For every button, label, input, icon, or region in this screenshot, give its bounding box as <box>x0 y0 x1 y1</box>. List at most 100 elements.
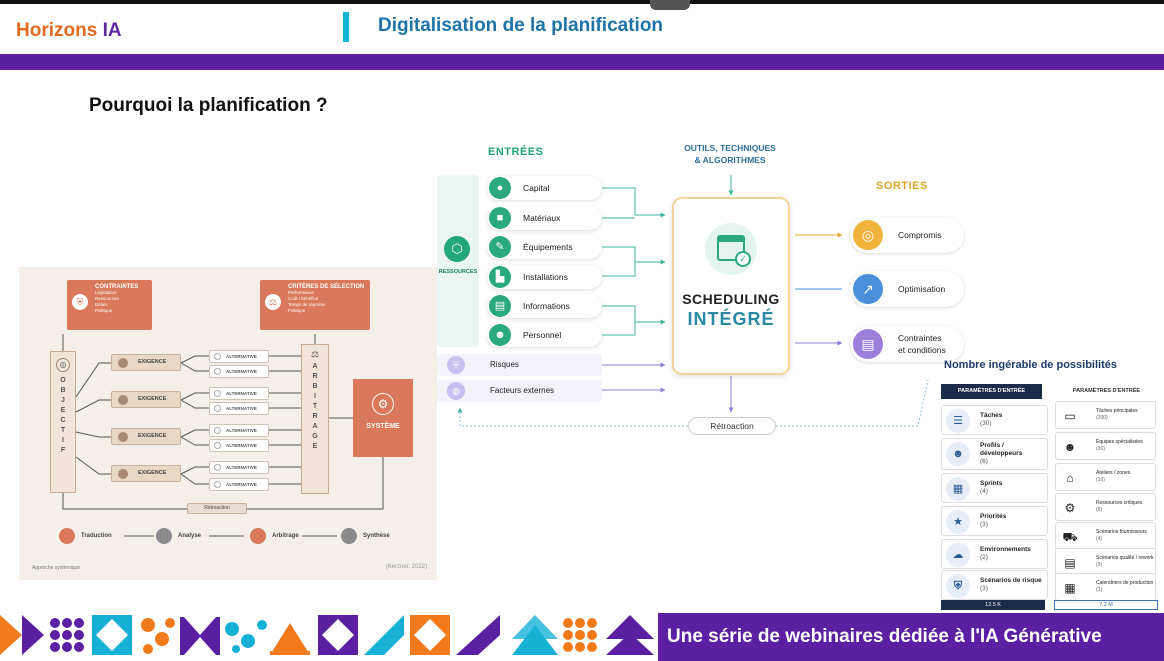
objectif-letter: I <box>62 437 64 444</box>
constraints-title: CONTRAINTES <box>95 284 139 290</box>
param-taches-principales: ▭Tâches principales(200) <box>1055 401 1156 429</box>
input-equipements: ✎Équipements <box>487 235 602 259</box>
scheduling-integre-box: ✓ SCHEDULING INTÉGRÉ <box>672 197 790 375</box>
input-installations: ▙Installations <box>487 265 602 289</box>
step-label: Arbitrage <box>272 533 299 539</box>
outils-line: & ALGORITHMES <box>694 155 766 165</box>
possibilities-title: Nombre ingérable de possibilités <box>944 359 1117 371</box>
input-risques: ⛨ Risques <box>437 354 602 376</box>
exigence-box: EXIGENCE <box>111 465 181 482</box>
param-taches: ☰Tâches(30) <box>941 405 1048 435</box>
exigence-label: EXIGENCE <box>138 396 167 402</box>
input-label: Risques <box>490 360 519 369</box>
output-label: et conditions <box>898 345 946 355</box>
param-value: (3) <box>980 585 988 592</box>
constraint-item: Législation <box>95 290 117 295</box>
slide-question: Pourquoi la planification ? <box>89 95 328 116</box>
criteria-item: Temps de réponse <box>288 302 326 307</box>
param-name: Scénarios qualité / rework <box>1096 555 1154 561</box>
alternative-label: ALTERNATIVE <box>226 482 257 487</box>
diagram-caption: Approche systémique <box>32 565 81 571</box>
outils-line: OUTILS, TECHNIQUES <box>684 143 776 153</box>
cloud-icon: ☁ <box>946 543 970 567</box>
output-contraintes: ▤ Contraintes et conditions <box>850 326 964 362</box>
output-label: Compromis <box>898 230 942 240</box>
input-label: Capital <box>523 183 550 193</box>
shield-icon: ⛨ <box>946 574 970 598</box>
arbitrage-letter: G <box>312 433 318 440</box>
param-calendriers: ▦Calendriers de production(3) <box>1055 573 1156 601</box>
chart-icon <box>156 528 172 544</box>
people-icon: ☻ <box>489 324 511 346</box>
entrees-title: ENTRÉES <box>488 146 544 158</box>
alternative-box: ALTERNATIVE <box>209 350 269 363</box>
sorties-title: SORTIES <box>876 180 928 192</box>
diagram-citation: (Kerzner, 2022) <box>385 564 427 570</box>
exigence-label: EXIGENCE <box>138 359 167 365</box>
exigence-label: EXIGENCE <box>138 470 167 476</box>
param-value: (6) <box>980 458 988 465</box>
gear-icon <box>118 358 128 368</box>
step-arbitrage: Arbitrage <box>250 528 299 544</box>
scales-icon <box>250 528 266 544</box>
footer-tagline: Une série de webinaires dédiée à l'IA Gé… <box>658 613 1164 661</box>
document-icon: ▤ <box>853 329 883 359</box>
param-value: (4) <box>980 488 988 495</box>
step-label: Analyse <box>178 533 202 539</box>
param-priorites: ★Priorités(3) <box>941 506 1048 536</box>
alternative-label: ALTERNATIVE <box>226 369 257 374</box>
output-label: Optimisation <box>898 284 946 294</box>
chart-up-icon: ↗ <box>853 274 883 304</box>
param-name: Priorités <box>980 513 1007 520</box>
objectif-letter: T <box>60 427 66 434</box>
slide-header-title: Digitalisation de la planification <box>378 15 664 36</box>
exigence-box: EXIGENCE <box>111 428 181 445</box>
param-name: Ressources critiques <box>1096 500 1143 506</box>
arbitrage-letter: E <box>312 443 318 450</box>
gear-icon <box>118 469 128 479</box>
footer-decorative-patterns <box>0 609 658 661</box>
arbitrage-column: ⚖ A R B I T R A G E <box>301 344 329 494</box>
lightbulb-icon <box>214 481 221 488</box>
param-value: (3) <box>980 521 988 528</box>
lightbulb-icon <box>214 390 221 397</box>
param-name: Sprints <box>980 480 1003 487</box>
constraint-item: Politique <box>95 308 113 313</box>
param-scenarios-risque: ⛨Scénarios de risque(3) <box>941 570 1048 600</box>
input-facteurs-externes: ◍Facteurs externes <box>437 380 602 402</box>
lightbulb-icon <box>214 464 221 471</box>
objectif-letter: O <box>60 377 66 384</box>
window-notch <box>650 0 690 10</box>
arbitrage-letter: R <box>312 373 318 380</box>
gear-icon: ⚙ <box>372 393 394 415</box>
globe-icon: ◍ <box>447 382 465 400</box>
objectif-letter: C <box>60 417 66 424</box>
header-band <box>0 54 1164 70</box>
lightbulb-icon <box>214 442 221 449</box>
cube-icon: ■ <box>489 207 511 229</box>
lightbulb-icon <box>214 353 221 360</box>
input-label: Matériaux <box>523 213 561 223</box>
objectif-letter: F <box>60 447 66 454</box>
wrench-icon: ✎ <box>489 236 511 258</box>
alternative-label: ALTERNATIVE <box>226 443 257 448</box>
arbitrage-letter: T <box>312 403 318 410</box>
alternative-box: ALTERNATIVE <box>209 365 269 378</box>
alternative-box: ALTERNATIVE <box>209 478 269 491</box>
ressources-label: RESSOURCES <box>438 269 478 275</box>
alternative-label: ALTERNATIVE <box>226 406 257 411</box>
arbitrage-letter: B <box>312 383 318 390</box>
coins-icon: ● <box>489 177 511 199</box>
objectif-letter: B <box>60 387 66 394</box>
systeme-label: SYSTÈME <box>366 423 400 430</box>
shield-icon: ⛨ <box>72 294 88 310</box>
constraints-box: ⛨ CONTRAINTES Législation Ressources Dél… <box>67 280 152 330</box>
criteria-item: Politique <box>288 308 306 313</box>
param-value: (3) <box>1096 562 1103 568</box>
retroaction-label: Rétroaction <box>187 503 247 514</box>
systemic-approach-diagram: ⛨ CONTRAINTES Législation Ressources Dél… <box>19 267 437 580</box>
shield-icon: ⛨ <box>447 356 465 374</box>
col1-header: PARAMÈTRES D'ENTRÉE <box>941 384 1042 399</box>
alternative-label: ALTERNATIVE <box>226 465 257 470</box>
output-compromis: ◎ Compromis <box>850 217 964 253</box>
